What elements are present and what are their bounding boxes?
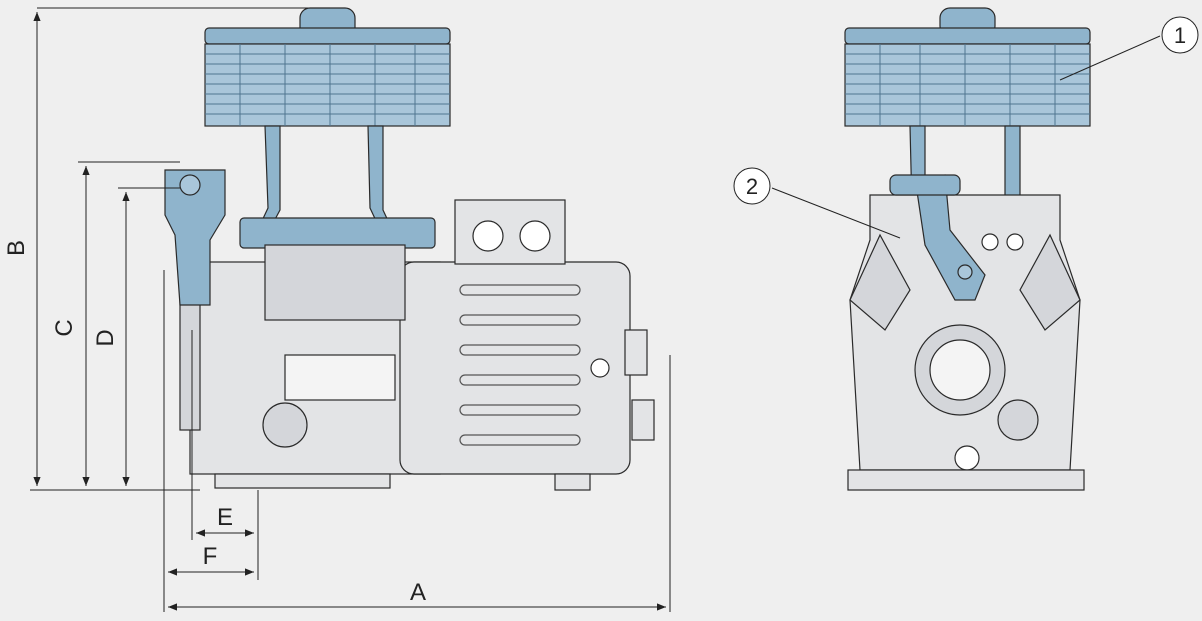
callout-1-number: 1 (1174, 23, 1186, 48)
dim-label-a: A (410, 579, 426, 606)
side-fan-assembly (204, 7, 451, 249)
side-valves (164, 169, 226, 306)
dim-label-f: F (203, 543, 218, 570)
callout-2: 2 (733, 167, 771, 205)
callout-2-number: 2 (746, 174, 758, 199)
front-compressor-body (847, 194, 1085, 491)
dim-label-b: B (3, 240, 30, 256)
front-discharge-pipe (889, 174, 986, 301)
callout-1: 1 (1161, 16, 1199, 54)
dimension-lines (30, 7, 1161, 612)
dim-label-e: E (217, 504, 233, 531)
dim-label-c: C (51, 319, 78, 336)
dim-label-d: D (92, 329, 119, 346)
front-view (844, 7, 1091, 491)
side-motor-fins (459, 284, 581, 446)
front-fan-assembly (844, 7, 1091, 216)
side-right-valve (624, 329, 655, 441)
side-view (164, 7, 655, 491)
